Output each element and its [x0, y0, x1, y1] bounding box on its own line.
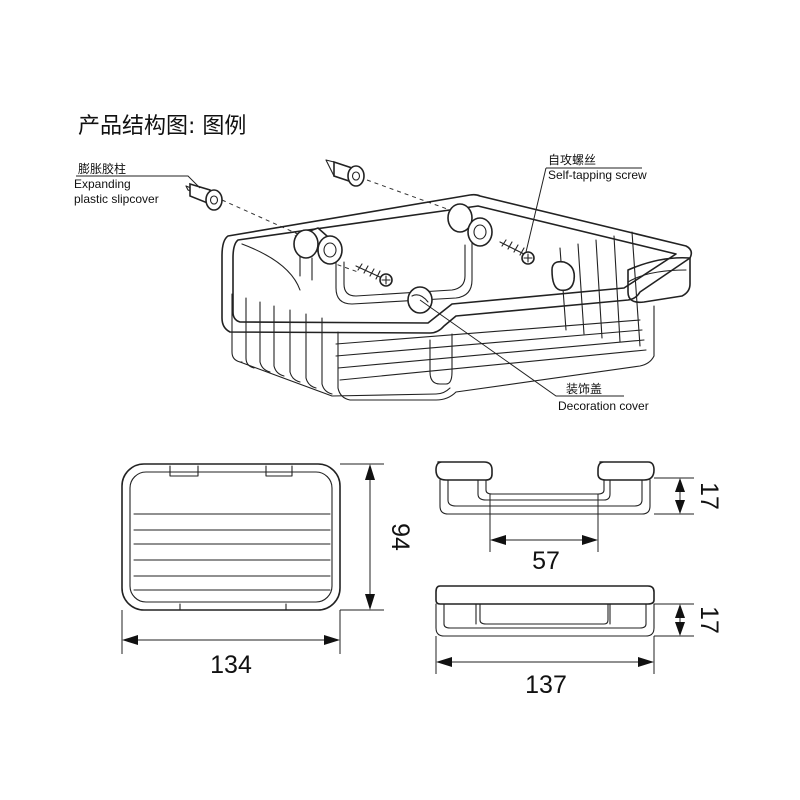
label-expanding-en-line1: Expanding: [74, 177, 131, 191]
front-view: [435, 461, 694, 552]
basket-wire-cage: [231, 231, 655, 401]
basket-rim: [221, 193, 693, 334]
assembly-line-screw-left: [329, 261, 359, 273]
label-expanding-en-line2: plastic slipcover: [74, 192, 159, 206]
dim-front-inner-width: 57: [532, 547, 560, 575]
dim-front-height: 17: [695, 482, 723, 510]
expanding-anchor-right: [325, 159, 365, 187]
screw-left: [355, 263, 393, 287]
assembly-line-right: [366, 179, 451, 211]
screw-right: [499, 239, 535, 265]
leader-expanding: [76, 175, 201, 189]
bracket-post-left: [293, 227, 343, 281]
dim-side-width: 137: [525, 671, 567, 699]
page-title: 产品结构图: 图例: [78, 114, 246, 139]
label-screw-cn: 自攻螺丝: [548, 153, 596, 167]
dim-top-depth: 94: [386, 523, 414, 551]
assembly-line-left: [221, 199, 301, 236]
decoration-cover-end: [551, 260, 576, 292]
side-view: [435, 585, 694, 674]
label-cover-en: Decoration cover: [558, 399, 649, 413]
isometric-assembly-view: [76, 159, 693, 401]
label-expanding-cn: 膨胀胶柱: [78, 161, 126, 176]
label-screw-en: Self-tapping screw: [548, 168, 647, 182]
dim-top-width: 134: [210, 651, 252, 679]
bracket-post-right: [447, 203, 493, 247]
dim-side-height: 17: [695, 606, 723, 634]
label-cover-cn: 装饰盖: [566, 382, 602, 396]
leader-cover: [419, 299, 624, 397]
expanding-anchor-left: [185, 182, 223, 211]
top-view: [121, 463, 384, 654]
leader-screw: [525, 167, 642, 253]
